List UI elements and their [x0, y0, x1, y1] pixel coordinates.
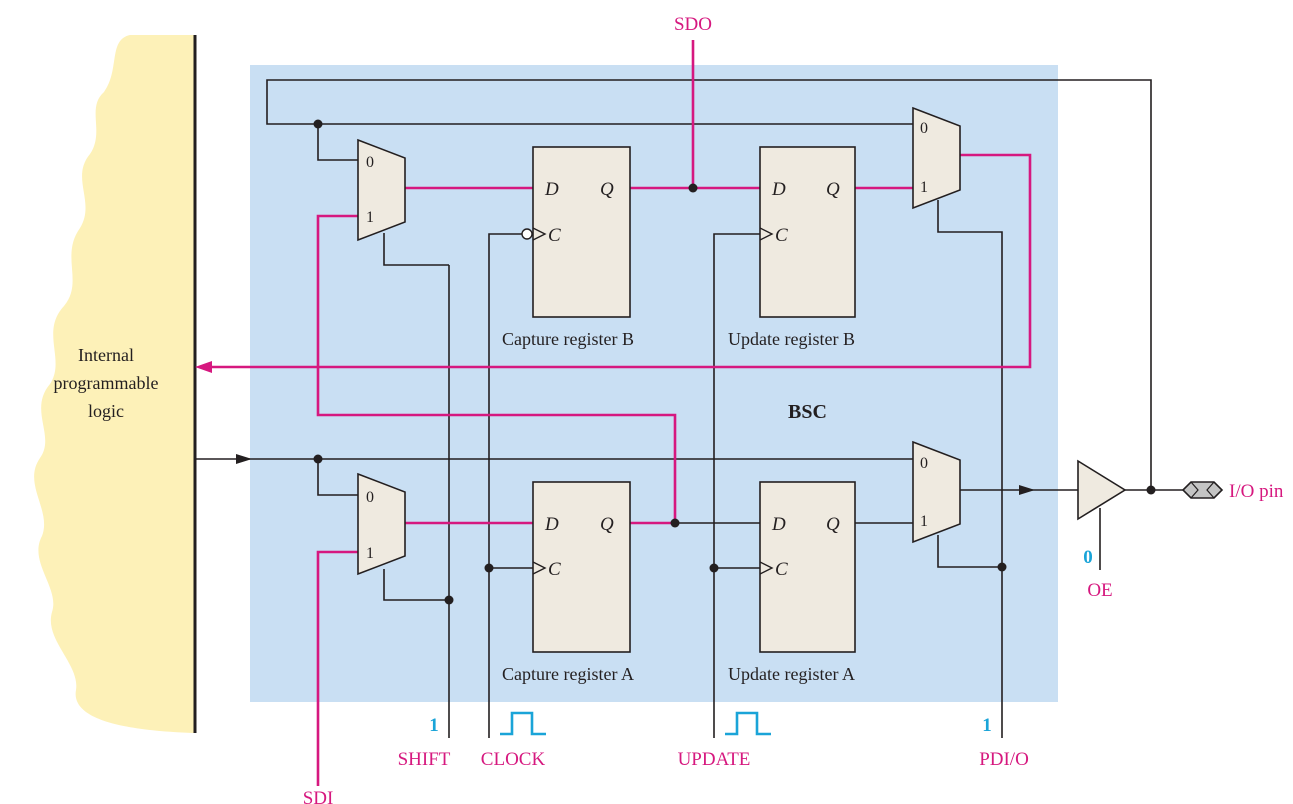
- mux-lower-left-in0: 0: [366, 489, 374, 506]
- clock-pulse-icon: [500, 711, 546, 736]
- capture-register-b: [532, 146, 631, 318]
- update-a-q-label: Q: [826, 514, 840, 535]
- update-register-b: [759, 146, 856, 318]
- oe-label: OE: [1087, 580, 1112, 601]
- arrow-to-logic-icon: [195, 361, 212, 373]
- capture-register-a: [532, 481, 631, 653]
- capture-register-a-label: Capture register A: [502, 664, 634, 684]
- mux-upper-right: [912, 106, 961, 210]
- sdo-label: SDO: [674, 14, 712, 35]
- clock-input-icon: [532, 227, 547, 241]
- capture-a-c-label: C: [548, 559, 561, 580]
- mux-upper-left-in1: 1: [366, 209, 374, 226]
- update-pulse-icon: [725, 711, 771, 736]
- mux-upper-left-in0: 0: [366, 154, 374, 171]
- capture-b-q-label: Q: [600, 179, 614, 200]
- update-label: UPDATE: [678, 749, 751, 770]
- mux-lower-left-in1: 1: [366, 545, 374, 562]
- update-register-a: [759, 481, 856, 653]
- pdio-value: 1: [982, 715, 992, 736]
- update-b-c-label: C: [775, 225, 788, 246]
- junction-dots: [313, 119, 1156, 605]
- mux-lower-right-in1: 1: [920, 513, 928, 530]
- inverted-clock-bubble-icon: [521, 228, 533, 240]
- update-register-a-label: Update register A: [728, 664, 855, 684]
- mux-lower-left: [357, 472, 406, 576]
- capture-a-q-label: Q: [600, 514, 614, 535]
- scan-signal-path: [205, 40, 1032, 786]
- capture-b-d-label: D: [544, 179, 559, 200]
- mux-upper-right-in1: 1: [920, 179, 928, 196]
- capture-b-c-label: C: [548, 225, 561, 246]
- clock-input-icon: [759, 561, 774, 575]
- tristate-buffer-icon: [1077, 459, 1127, 521]
- mux-lower-right: [912, 440, 961, 544]
- mux-upper-left: [357, 138, 406, 242]
- capture-register-b-label: Capture register B: [502, 329, 634, 349]
- clock-input-icon: [759, 227, 774, 241]
- sdi-label: SDI: [303, 788, 334, 804]
- bsc-label: BSC: [788, 401, 827, 423]
- update-register-b-label: Update register B: [728, 329, 855, 349]
- update-a-c-label: C: [775, 559, 788, 580]
- internal-logic-line1: Internal: [78, 345, 134, 365]
- update-b-d-label: D: [771, 179, 786, 200]
- io-pin-label: I/O pin: [1229, 481, 1284, 502]
- arrow-to-bsc-icon: [236, 454, 252, 464]
- internal-logic-line2: programmable: [54, 373, 159, 393]
- clock-input-icon: [532, 561, 547, 575]
- internal-logic-cloud: [34, 35, 196, 733]
- shift-value: 1: [429, 715, 439, 736]
- capture-a-d-label: D: [544, 514, 559, 535]
- shift-label: SHIFT: [398, 749, 451, 770]
- oe-value: 0: [1083, 547, 1093, 568]
- mux-upper-right-in0: 0: [920, 120, 928, 137]
- arrow-to-buffer-icon: [1019, 485, 1035, 495]
- update-a-d-label: D: [771, 514, 786, 535]
- clock-label: CLOCK: [481, 749, 546, 770]
- mux-lower-right-in0: 0: [920, 455, 928, 472]
- update-b-q-label: Q: [826, 179, 840, 200]
- internal-logic-line3: logic: [88, 401, 124, 421]
- io-pin-connector-icon: [1181, 481, 1224, 499]
- pdio-label: PDI/O: [979, 749, 1029, 770]
